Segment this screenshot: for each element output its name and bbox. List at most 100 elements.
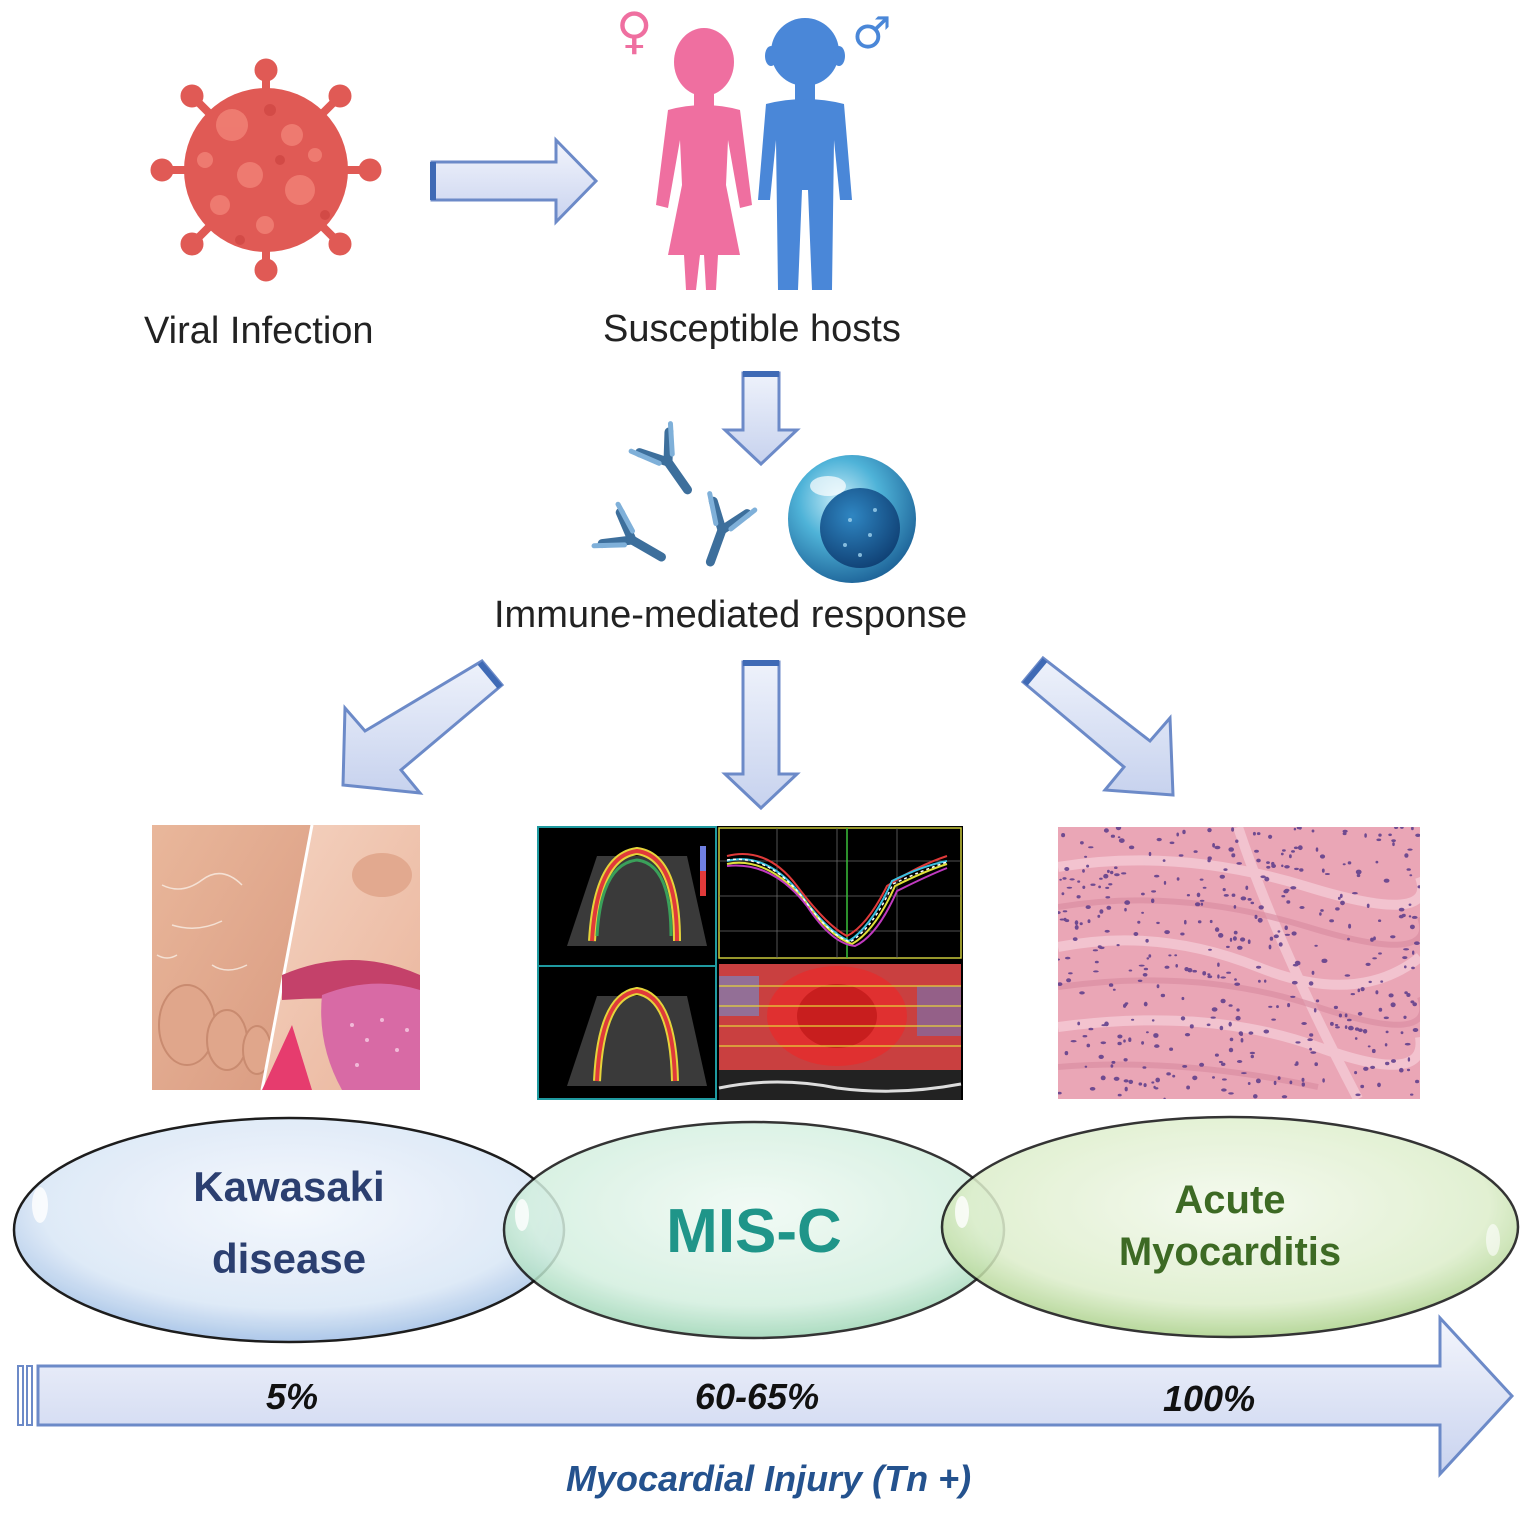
- histology-nucleus: [1186, 1085, 1190, 1090]
- histology-nucleus: [1253, 1094, 1258, 1099]
- histology-nucleus: [1273, 1080, 1277, 1086]
- histology-nucleus: [1219, 874, 1225, 879]
- histology-nucleus: [1145, 938, 1149, 943]
- histology-nucleus: [1174, 954, 1178, 957]
- histology-nucleus: [1404, 1042, 1411, 1046]
- histology-nucleus: [1388, 993, 1394, 998]
- histology-nucleus: [1321, 958, 1328, 963]
- histology-nucleus: [1239, 1033, 1243, 1036]
- histology-nucleus: [1287, 1003, 1291, 1008]
- histology-nucleus: [1338, 1013, 1342, 1018]
- histology-nucleus: [1301, 1022, 1307, 1025]
- histology-nucleus: [1357, 1011, 1363, 1016]
- histology-nucleus: [1342, 832, 1347, 836]
- histology-nucleus: [1258, 905, 1264, 910]
- histology-nucleus: [1358, 1028, 1363, 1032]
- kawasaki-photo: [152, 825, 420, 1090]
- histology-nucleus: [1254, 914, 1258, 919]
- arrow-to-misc: [721, 660, 801, 811]
- histology-nucleus: [1156, 984, 1160, 989]
- histology-nucleus: [1278, 942, 1283, 947]
- histology-nucleus: [1104, 1021, 1109, 1027]
- histology-nucleus: [1277, 1076, 1281, 1080]
- injury-value-myocarditis: 100%: [1163, 1378, 1256, 1419]
- histology-nucleus: [1222, 888, 1226, 892]
- kawasaki-label-line1: Kawasaki: [193, 1163, 385, 1210]
- histology-nucleus: [1291, 850, 1295, 853]
- histology-nucleus: [1193, 850, 1198, 853]
- histology-nucleus: [1370, 1065, 1376, 1069]
- histology-nucleus: [1340, 900, 1345, 906]
- histology-nucleus: [1402, 956, 1408, 960]
- histology-nucleus: [1360, 987, 1365, 992]
- histology-nucleus: [1240, 896, 1247, 901]
- histology-nucleus: [1176, 877, 1180, 881]
- histology-nucleus: [1236, 862, 1242, 865]
- histology-nucleus: [1378, 833, 1382, 837]
- histology-nucleus: [1228, 1021, 1232, 1027]
- arrow-to-myocarditis: [1020, 655, 1175, 797]
- histology-nucleus: [1108, 883, 1113, 886]
- histology-nucleus: [1400, 1031, 1404, 1035]
- histology-nucleus: [1390, 1002, 1396, 1008]
- female-symbol: ♀: [616, 2, 653, 60]
- histology-nucleus: [1290, 995, 1296, 998]
- histology-nucleus: [1154, 1087, 1159, 1090]
- histology-nucleus: [1220, 1062, 1226, 1066]
- histology-nucleus: [1342, 863, 1346, 866]
- histology-nucleus: [1143, 967, 1149, 971]
- histology-nucleus: [1247, 1082, 1251, 1085]
- histology-nucleus: [1196, 892, 1201, 898]
- histology-nucleus: [1398, 907, 1405, 912]
- histology-nucleus: [1281, 895, 1286, 898]
- histology-nucleus: [1284, 933, 1291, 936]
- histology-nucleus: [1128, 845, 1135, 850]
- histology-nucleus: [1337, 896, 1341, 900]
- histology-nucleus: [1169, 1047, 1174, 1051]
- histology-nucleus: [1410, 1000, 1415, 1004]
- histology-nucleus: [1107, 869, 1110, 873]
- histology-nucleus: [1257, 917, 1263, 923]
- histology-nucleus: [1271, 861, 1275, 866]
- histology-nucleus: [1082, 885, 1086, 889]
- myocarditis-label-line1: Acute: [1174, 1178, 1286, 1222]
- histology-nucleus: [1089, 1087, 1096, 1091]
- histology-nucleus: [1284, 865, 1290, 869]
- histology-nucleus: [1085, 905, 1091, 909]
- histology-nucleus: [1231, 893, 1236, 897]
- injury-scale-title: Myocardial Injury (Tn +): [566, 1458, 972, 1499]
- histology-nucleus: [1330, 1021, 1334, 1026]
- histology-nucleus: [1180, 932, 1185, 936]
- histology-nucleus: [1412, 950, 1415, 955]
- histology-nucleus: [1385, 1061, 1390, 1066]
- histology-nucleus: [1314, 944, 1318, 947]
- caption-susceptible-hosts: Susceptible hosts: [603, 308, 901, 350]
- histology-nucleus: [1301, 1082, 1305, 1087]
- histology-nucleus: [1223, 868, 1228, 871]
- histology-nucleus: [1066, 978, 1072, 983]
- histology-nucleus: [1269, 936, 1274, 941]
- histology-nucleus: [1299, 906, 1305, 909]
- histology-nucleus: [1335, 907, 1340, 911]
- histology-nucleus: [1192, 1075, 1198, 1081]
- histology-nucleus: [1166, 1072, 1171, 1076]
- histology-nucleus: [1394, 827, 1399, 829]
- histology-nucleus: [1277, 930, 1281, 933]
- arrow-infection-to-hosts: [430, 136, 599, 226]
- histology-nucleus: [1197, 920, 1202, 924]
- injury-value-misc: 60-65%: [695, 1376, 820, 1417]
- histology-nucleus: [1153, 1033, 1159, 1038]
- histology-nucleus: [1176, 832, 1179, 837]
- histology-nucleus: [1178, 854, 1184, 857]
- arrow-hosts-to-immune: [721, 371, 801, 467]
- histology-nucleus: [1347, 861, 1352, 865]
- histology-nucleus: [1103, 873, 1109, 879]
- histology-nucleus: [1180, 1016, 1186, 1021]
- histology-nucleus: [1380, 980, 1384, 983]
- histology-nucleus: [1350, 993, 1355, 996]
- histology-nucleus: [1365, 962, 1371, 966]
- histology-nucleus: [1309, 1033, 1314, 1037]
- histology-nucleus: [1211, 1007, 1218, 1012]
- histology-nucleus: [1092, 949, 1098, 952]
